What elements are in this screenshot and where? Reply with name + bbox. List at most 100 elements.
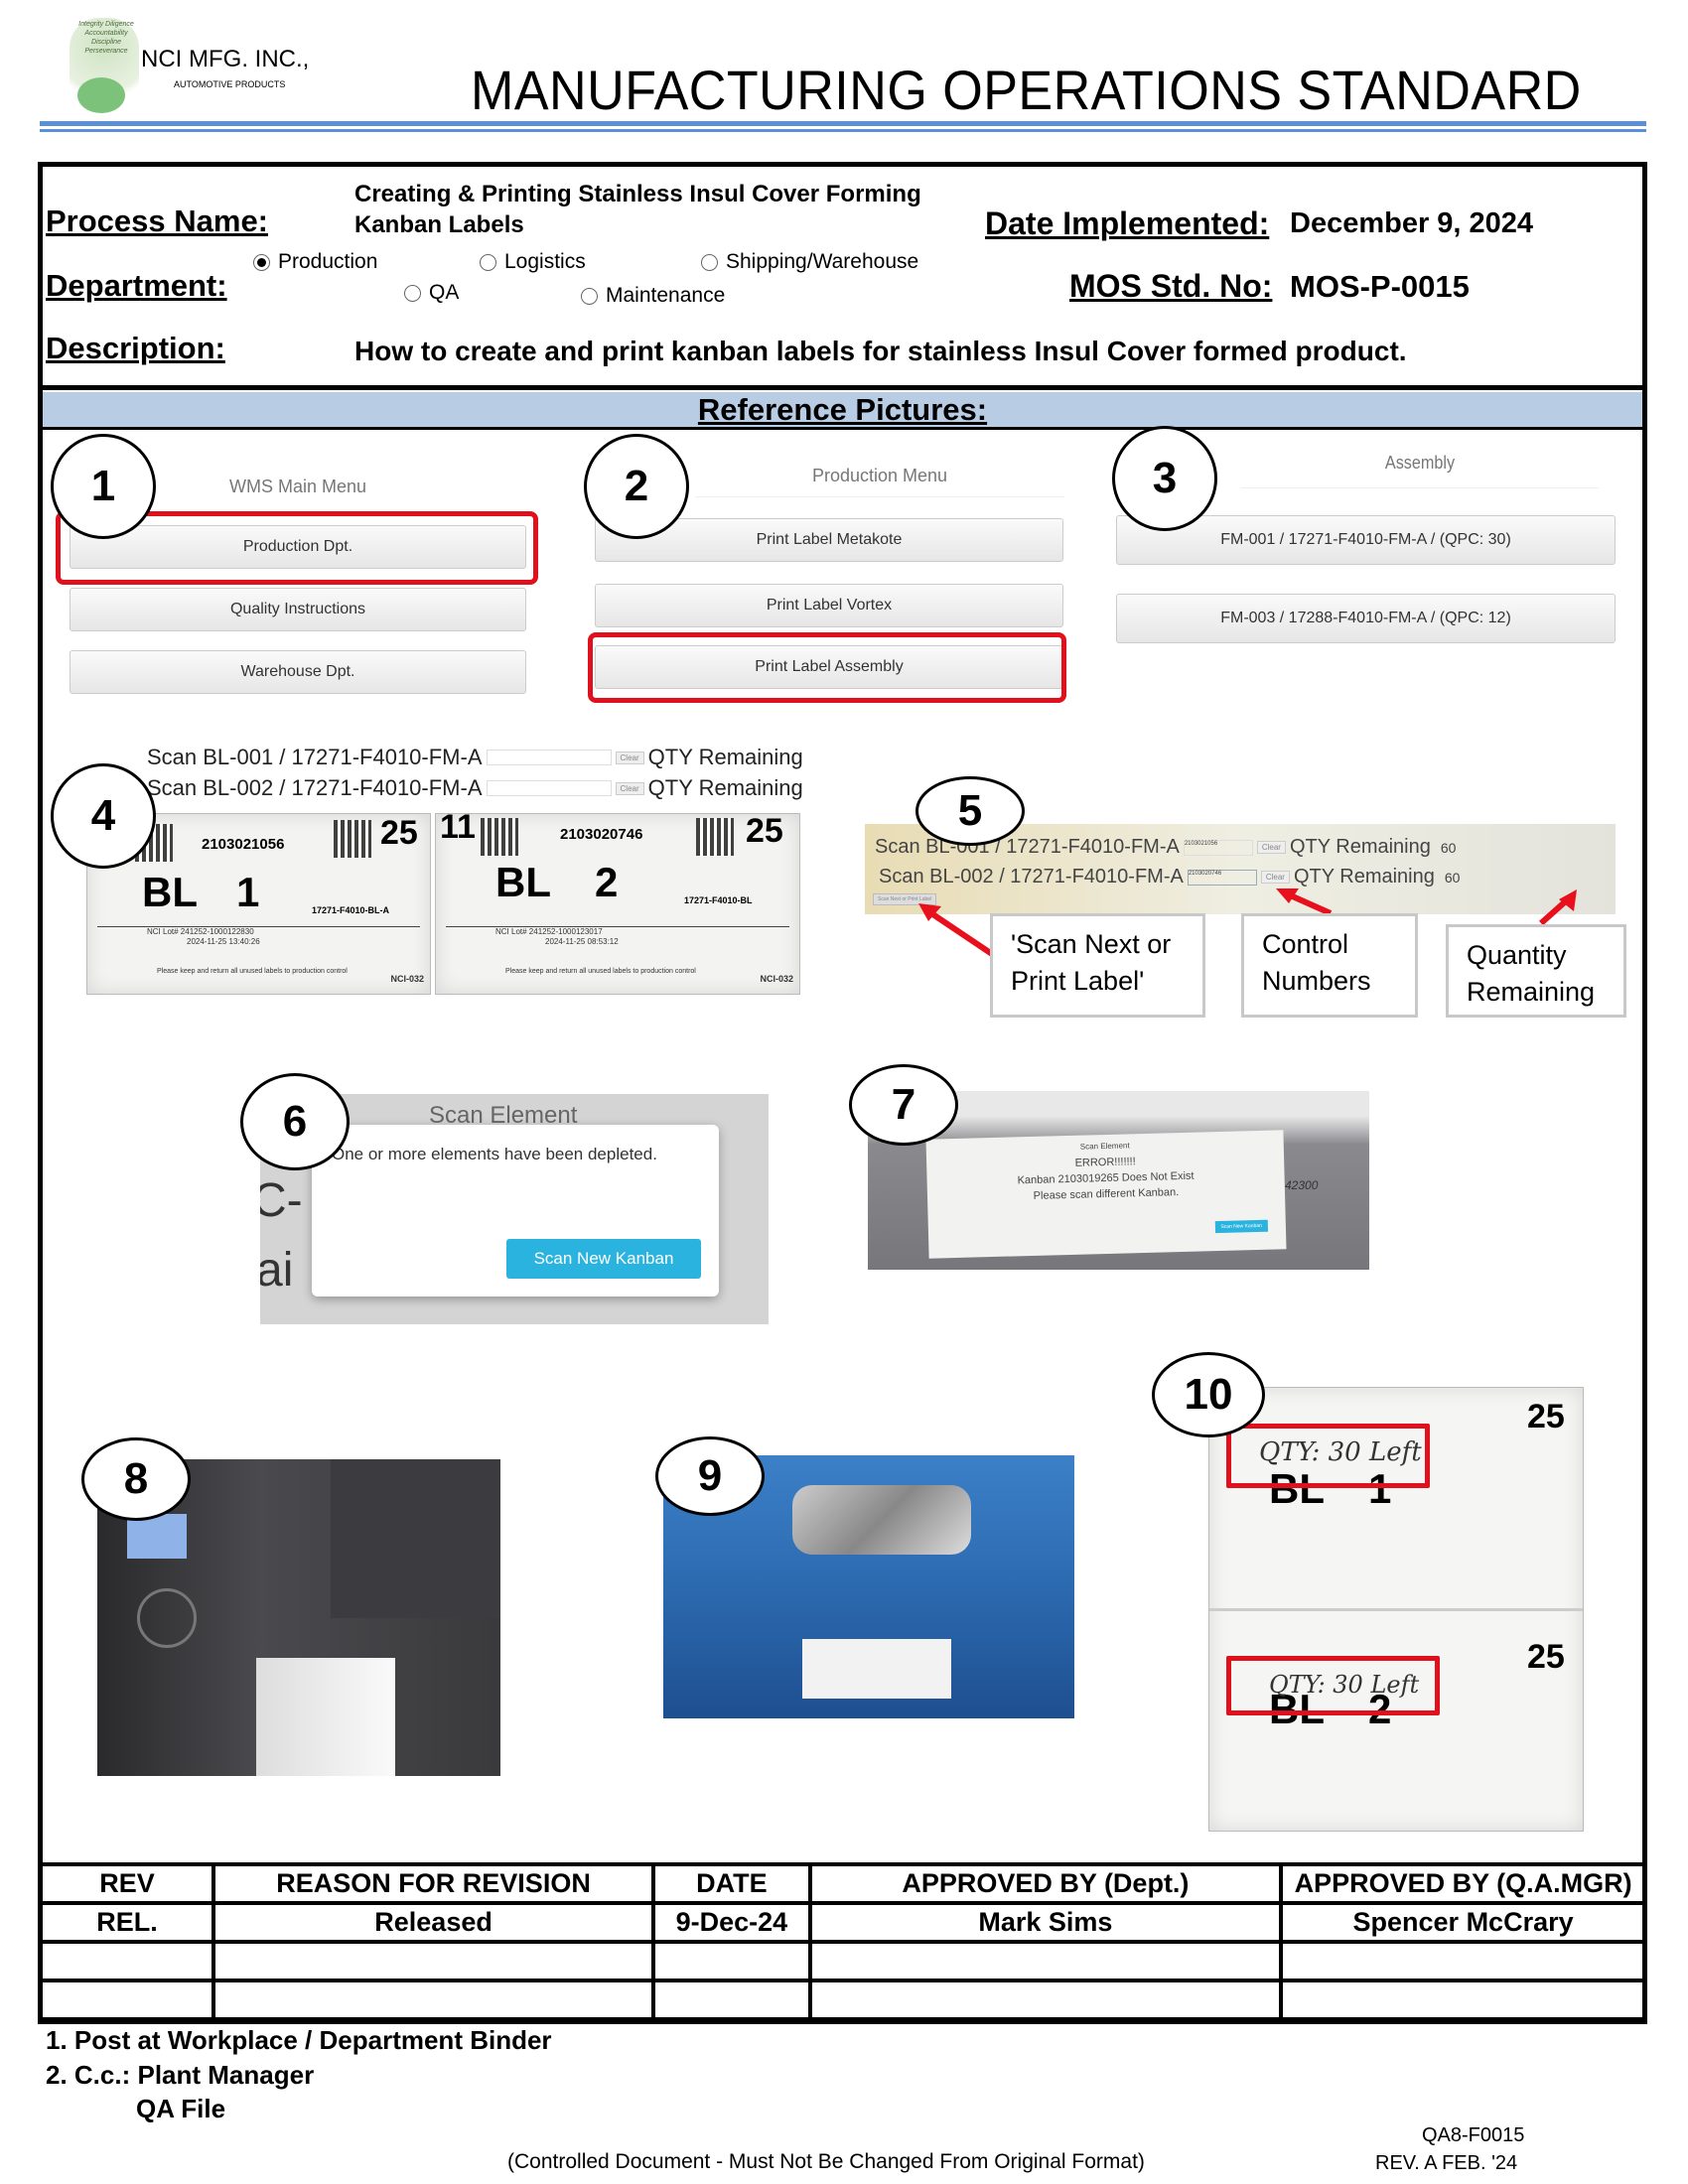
document-title: MANUFACTURING OPERATIONS STANDARD xyxy=(471,59,1582,121)
arrowhead-icon xyxy=(918,903,941,921)
department-label: Department: xyxy=(46,268,227,303)
label-footer: Please keep and return all unused labels… xyxy=(157,968,348,975)
footer-note: 1. Post at Workplace / Department Binder xyxy=(46,2025,552,2055)
radio-logistics[interactable]: Logistics xyxy=(480,250,586,274)
clear-button[interactable]: Clear xyxy=(615,781,644,795)
scan-next-button[interactable]: Scan Next or Print Label xyxy=(873,893,937,905)
scan-label: Scan BL-002 / 17271-F4010-FM-A xyxy=(879,866,1184,887)
date-implemented-value: December 9, 2024 xyxy=(1290,207,1534,239)
footer-note: QA File xyxy=(136,2094,226,2123)
depleted-dialog: One or more elements have been depleted.… xyxy=(312,1125,719,1297)
company-logo: Integrity Diligence Accountability Disci… xyxy=(70,18,338,117)
process-name-line1: Creating & Printing Stainless Insul Cove… xyxy=(354,181,921,207)
highlight-box xyxy=(56,511,538,585)
table-cell xyxy=(38,1979,216,2021)
callout-arrows xyxy=(918,888,1577,961)
quality-instructions-button[interactable]: Quality Instructions xyxy=(70,588,526,631)
control-number-input[interactable] xyxy=(486,750,612,765)
radio-empty-icon xyxy=(581,287,598,305)
scan-new-kanban-button[interactable]: Scan New Kanban xyxy=(1214,1219,1269,1234)
scan-new-kanban-button[interactable]: Scan New Kanban xyxy=(506,1239,701,1279)
bin-kanban-label xyxy=(802,1639,951,1699)
callout-scan-next: 'Scan Next or Print Label' xyxy=(990,913,1205,1018)
table-row xyxy=(38,1941,1647,1981)
table-cell xyxy=(1279,1941,1647,1981)
qr-code-icon xyxy=(481,818,518,856)
radio-label: Logistics xyxy=(504,250,586,273)
lot: NCI Lot# 241252-1000123017 xyxy=(495,927,603,936)
bg-title: Scan Element xyxy=(429,1102,578,1129)
table-cell xyxy=(807,1979,1284,2021)
radio-maintenance[interactable]: Maintenance xyxy=(581,284,725,308)
logo-company-name: NCI MFG. INC., xyxy=(141,46,310,72)
label-num: 2 xyxy=(1368,1686,1392,1732)
radio-label: Production xyxy=(278,250,378,273)
table-cell xyxy=(651,1941,812,1981)
bg-text: ai xyxy=(260,1244,294,1297)
divider xyxy=(1209,1608,1583,1611)
control-number-input[interactable]: 2103020746 xyxy=(1187,869,1257,886)
radio-label: QA xyxy=(429,281,460,304)
clear-button[interactable]: Clear xyxy=(1256,841,1286,854)
qr-code-icon xyxy=(696,818,734,856)
assembly-menu-title: Assembly xyxy=(1241,453,1599,488)
qr-code-icon xyxy=(334,820,371,858)
form-revision: REV. A FEB. '24 xyxy=(1375,2152,1518,2174)
arrow-icon xyxy=(926,908,1000,961)
divider xyxy=(43,385,1642,390)
description-value: How to create and print kanban labels fo… xyxy=(354,336,1407,366)
table-cell: 9-Dec-24 xyxy=(651,1901,812,1944)
document-frame xyxy=(38,162,1647,2024)
control-number-input[interactable]: 2103021056 xyxy=(1183,839,1253,856)
controlled-document-note: (Controlled Document - Must Not Be Chang… xyxy=(507,2150,1145,2173)
clear-button[interactable]: Clear xyxy=(615,751,644,764)
wms-main-menu-title: WMS Main Menu xyxy=(228,477,367,496)
print-label-assembly-button[interactable]: Print Label Assembly xyxy=(595,645,1063,689)
control-number-input[interactable] xyxy=(486,780,612,796)
table-cell xyxy=(651,1979,812,2021)
table-cell: Mark Sims xyxy=(807,1901,1284,1944)
radio-production[interactable]: Production xyxy=(253,250,377,274)
assembly-item-button[interactable]: FM-003 / 17288-F4010-FM-A / (QPC: 12) xyxy=(1116,594,1616,643)
radio-qa[interactable]: QA xyxy=(404,281,459,305)
warehouse-dpt-button[interactable]: Warehouse Dpt. xyxy=(70,650,526,694)
qty-label: QTY Remaining xyxy=(1293,866,1435,887)
clear-button[interactable]: Clear xyxy=(1260,871,1290,884)
handwritten-note: QTY: 30 Left xyxy=(1269,1671,1420,1699)
assembly-item-button[interactable]: FM-001 / 17271-F4010-FM-A / (QPC: 30) xyxy=(1116,515,1616,565)
bg-text: C- xyxy=(260,1174,303,1227)
printer-screen xyxy=(127,1514,187,1559)
divider xyxy=(43,427,1642,430)
table-row xyxy=(38,1979,1647,2021)
radio-empty-icon xyxy=(701,253,718,271)
timestamp: 2024-11-25 08:53:12 xyxy=(545,937,619,946)
mos-std-label: MOS Std. No: xyxy=(1069,268,1273,304)
step-number: 7 xyxy=(849,1064,958,1146)
scan-label: Scan BL-002 / 17271-F4010-FM-A xyxy=(147,775,483,800)
column-header: APPROVED BY (Q.A.MGR) xyxy=(1279,1862,1647,1905)
printer-lid xyxy=(331,1459,500,1618)
print-label-vortex-button[interactable]: Print Label Vortex xyxy=(595,584,1063,627)
print-label-metakote-button[interactable]: Print Label Metakote xyxy=(595,518,1063,562)
column-header: APPROVED BY (Dept.) xyxy=(807,1862,1284,1905)
radio-shipping-warehouse[interactable]: Shipping/Warehouse xyxy=(701,250,918,274)
qty-label: QTY Remaining xyxy=(647,775,803,800)
form-number: QA8-F0015 xyxy=(1422,2124,1525,2146)
logo-words: Integrity Diligence Accountability Disci… xyxy=(78,21,134,55)
radio-selected-icon xyxy=(253,253,270,271)
radio-empty-icon xyxy=(480,253,496,271)
step-number: 1 xyxy=(51,434,156,539)
callout-quantity-remaining: Quantity Remaining xyxy=(1446,924,1626,1018)
table-cell xyxy=(807,1941,1284,1981)
kanban-label-photo: 2103021056 25 BL 1 17271-F4010-BL-A NCI … xyxy=(86,813,431,995)
label-code: BL xyxy=(1269,1465,1325,1512)
table-cell xyxy=(38,1941,216,1981)
label-num: 1 xyxy=(1368,1465,1392,1512)
date-implemented-label: Date Implemented: xyxy=(985,205,1270,241)
step-number: 10 xyxy=(1152,1352,1265,1437)
radio-empty-icon xyxy=(404,284,421,302)
production-dpt-button[interactable]: Production Dpt. xyxy=(70,525,526,569)
